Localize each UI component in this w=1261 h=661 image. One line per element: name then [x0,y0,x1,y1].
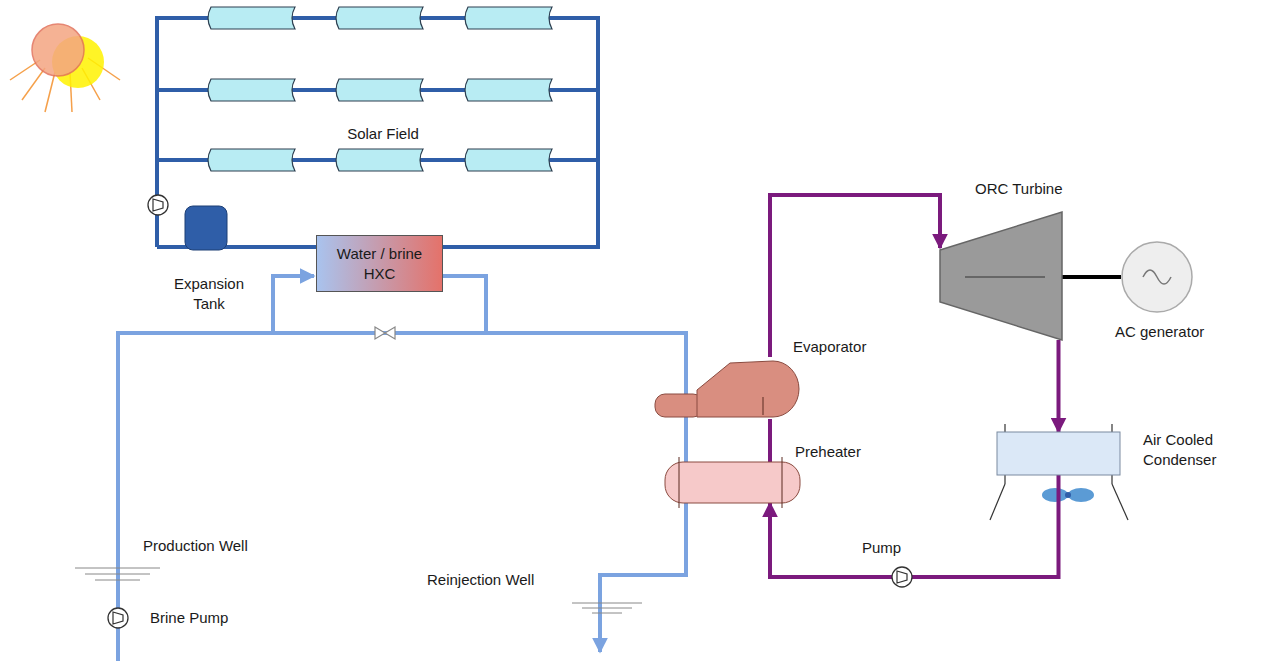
brine-pump-symbol [108,608,128,628]
component-label: AC generator [1115,322,1204,342]
component-label: Preheater [795,442,861,462]
condenser-frame [1112,484,1128,520]
pump-shape [892,567,912,587]
condenser-body [997,432,1120,475]
generator-body [1122,242,1192,312]
component-label: Pump [862,538,901,558]
fan-symbol [1068,488,1094,502]
evaporator-seam [763,397,764,415]
preheater-shape [665,462,800,503]
condenser-frame [990,484,1005,520]
solar-collector [465,7,552,29]
solar-collector [336,7,423,29]
water-level [85,574,150,575]
brine-pipe [273,276,314,333]
turbine: ORC Turbine [940,212,1062,340]
preheater: Preheater [665,462,800,503]
brine-pipe [443,276,486,333]
turbine-axis [965,276,1045,277]
component-label: Evaporator [793,337,866,357]
fan-symbol [1042,488,1094,502]
water-level [592,613,622,614]
part-label: Reinjection Well [427,570,534,590]
part-label: Expansion Tank [160,274,258,313]
pump-symbol [148,195,168,215]
solar-collector [208,7,552,171]
brine-pipe [118,333,686,661]
fan-symbol [1042,488,1068,502]
evaporator-body [697,361,799,417]
preheater-body [665,462,800,503]
component-label: Air Cooled Condenser [1143,430,1243,469]
turbine-body [940,212,1062,340]
expansion-tank [185,206,227,250]
sun-icon [32,24,84,76]
orc-pipe [912,475,1059,577]
part-label: Production Well [143,536,248,556]
ac-symbol [1143,270,1171,284]
shaft-line [1062,275,1121,279]
pump: Pump [892,567,912,587]
solar-collector [208,149,295,171]
evaporator-shape [655,357,800,419]
turbine-shape [940,212,1062,340]
fan-symbol [1065,492,1071,498]
solar-collector [336,149,423,171]
evaporator-nozzle [655,394,703,417]
water-level [75,568,160,569]
pump-symbol [148,195,168,215]
pump-impeller [897,571,907,583]
condenser-shape [997,432,1120,475]
component-label: ORC Turbine [975,179,1063,199]
water-level [75,568,642,613]
sun-icon [10,24,120,112]
sun-icon [45,72,55,112]
heat-exchanger: Water / brine HXC [316,235,443,292]
part-label: Solar Field [347,124,419,144]
box-label: Water / brine HXC [325,244,434,283]
water-level [582,608,632,609]
valve-symbol [375,327,395,339]
solar-collector [336,79,423,101]
brine-pipe [118,276,686,661]
preheater-flange [679,457,782,508]
orc-pipe [770,195,940,357]
solar-collector [208,7,295,29]
water-level [95,580,140,581]
generator: AC generator [1121,241,1193,313]
evaporator: Evaporator [655,357,800,419]
pump-body [892,567,912,587]
orc-pipe [1057,340,1061,432]
solar-collector [465,149,552,171]
water-level [572,603,642,604]
condenser: Air Cooled Condenser [997,432,1120,475]
generator-shape [1121,241,1193,313]
solar-collector [465,79,552,101]
part-label: Brine Pump [150,608,228,628]
valve-symbol [375,327,395,339]
orc-pipe [768,419,772,462]
solar-collector [208,79,295,101]
sun-icon [22,68,45,100]
brine-pump-symbol [108,608,128,628]
